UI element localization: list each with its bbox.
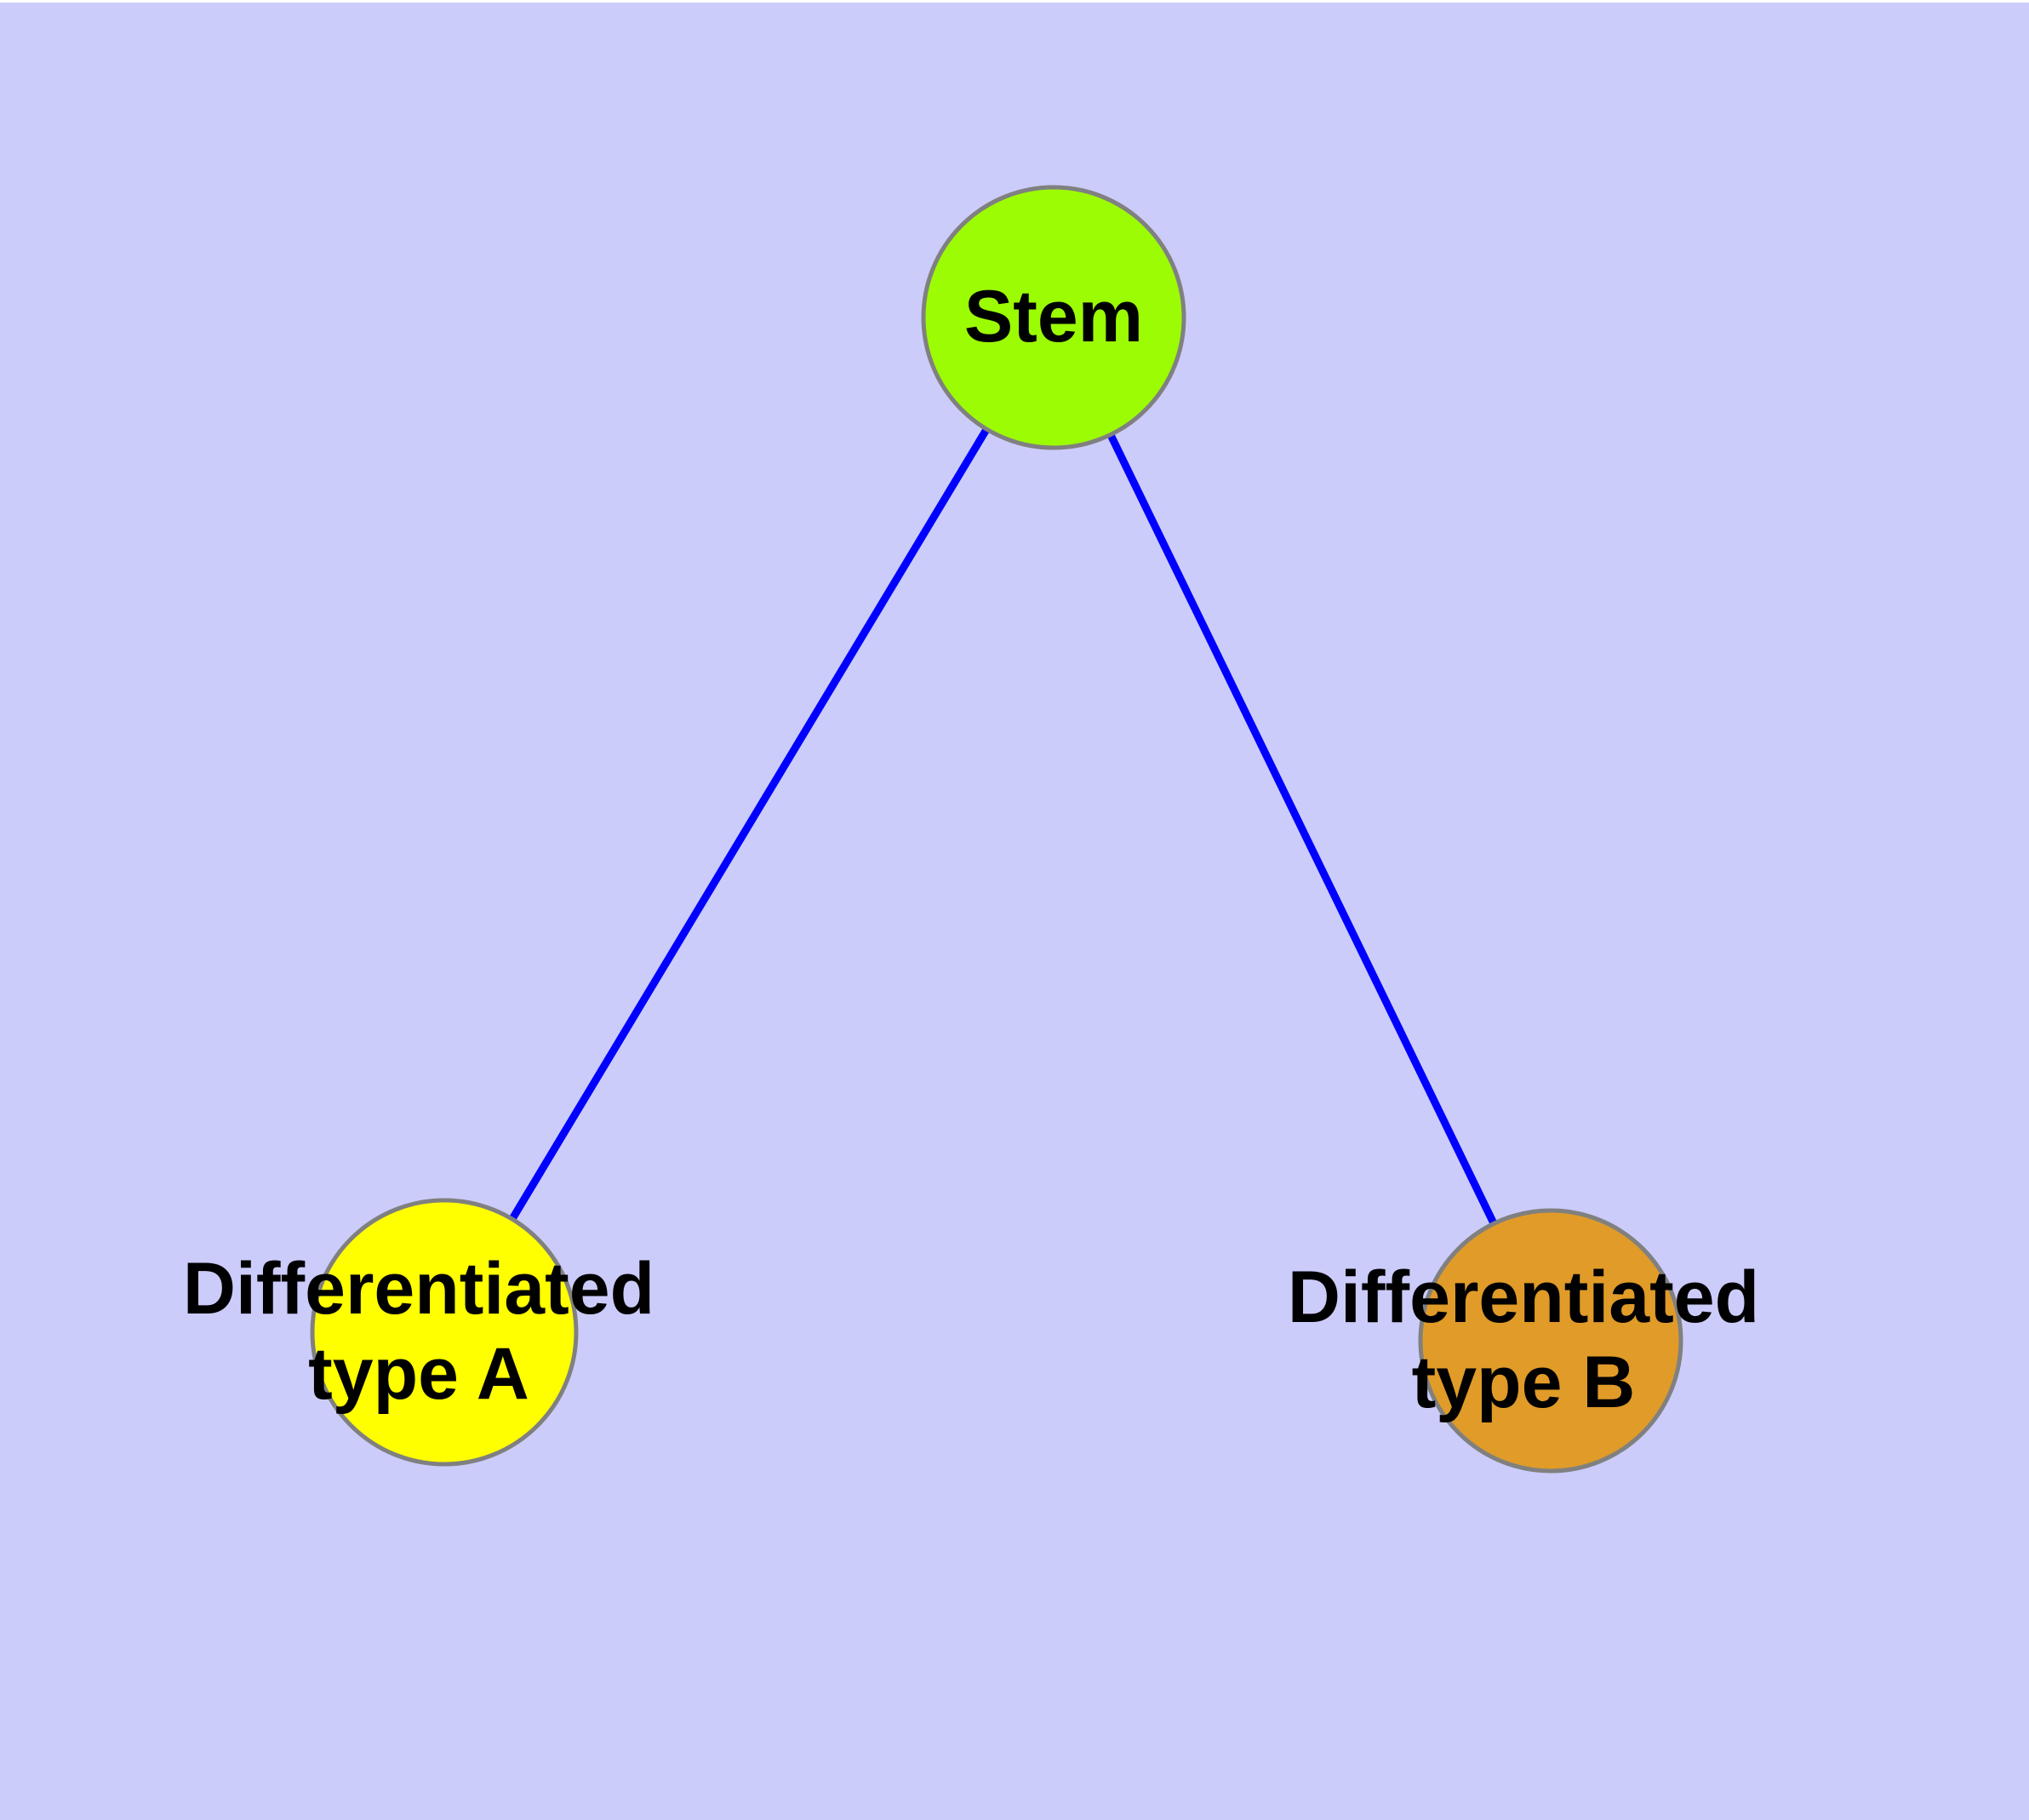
graph-edge-stem-to-diff_b [1105, 428, 1500, 1230]
graph-node-label-line: Differentiated [183, 1248, 654, 1330]
graph-node-diff_b[interactable] [1418, 1208, 1683, 1474]
edges-layer [506, 422, 1500, 1230]
graph-node-label-line: Stem [964, 276, 1143, 358]
graph-node-label-line: type A [308, 1333, 529, 1415]
graph-node-stem[interactable] [921, 185, 1186, 450]
graph-node-label-stem: Stem [964, 276, 1143, 358]
nodes-layer [310, 185, 1683, 1474]
graph-node-diff_a[interactable] [310, 1198, 579, 1467]
graph-edge-stem-to-diff_a [506, 422, 993, 1226]
graph-node-label-line: type B [1412, 1342, 1636, 1423]
graph-node-label-line: Differentiated [1288, 1256, 1759, 1338]
